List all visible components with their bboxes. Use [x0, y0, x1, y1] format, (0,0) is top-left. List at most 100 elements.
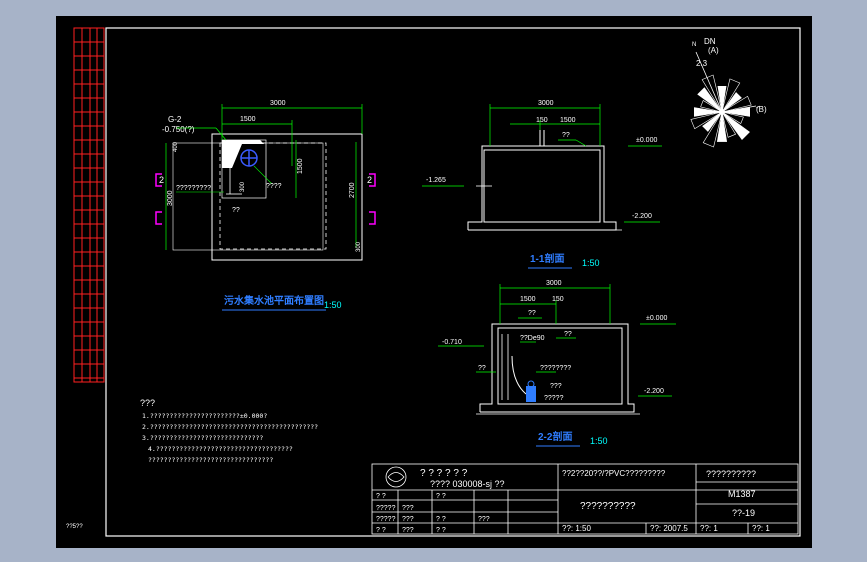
s11-dim-a: 150: [536, 117, 548, 124]
tb-total: ??: 1: [752, 524, 770, 533]
wind-rose: N DN (A) 2.3 (B): [690, 37, 767, 148]
plan-note3: ??: [232, 207, 240, 214]
wind-rose-petal: [697, 87, 723, 113]
plan-dim-top: 3000: [270, 100, 286, 107]
wind-rose-petal: [693, 107, 723, 117]
north-arrow-line: [695, 51, 723, 113]
s22-elev-ground: ±0.000: [646, 315, 667, 322]
wind-rose-petals: [690, 74, 752, 148]
title-block-frame: [371, 463, 799, 535]
notes-heading: ???: [140, 398, 155, 408]
tb-row-cell: ? ?: [436, 493, 446, 500]
wind-rose-petal: [700, 100, 723, 113]
tb-row-cell: ?????: [376, 505, 396, 512]
tb-row-cell: ? ?: [376, 493, 386, 500]
plan-leader-note2: [253, 165, 273, 185]
wind-rose-petal: [721, 111, 750, 140]
plan-note1: ?????????: [176, 185, 211, 192]
north-label-n: N: [692, 42, 696, 48]
plan-dim-bottom-small: 300: [356, 241, 362, 252]
tb-row-cell: ?????: [376, 516, 396, 523]
s22-label-cover: ??: [528, 310, 536, 317]
tb-project-name: ??2??20??/?PVC?????????: [562, 469, 666, 478]
tb-sheet-no: ??-19: [732, 508, 755, 518]
drawing-sheet: ??5?? 3000 1500 2700 3000 1500 30: [56, 16, 812, 548]
s11-inner: [483, 149, 601, 223]
title-block: [371, 463, 799, 535]
s11-label-cover: ??: [562, 132, 570, 139]
plan-dim-inner: 1500: [240, 116, 256, 123]
plan-note2: ????: [266, 183, 282, 190]
wind-rose-petal: [690, 111, 723, 130]
s22-riser-pipe: [511, 355, 527, 395]
plan-view: 3000 1500 2700 3000 1500 300 G-2 -0.750(…: [155, 100, 376, 311]
drawing-frame: [105, 27, 801, 537]
wind-rose-petal: [721, 111, 744, 124]
company-logo-mark: [387, 472, 405, 482]
wind-rose-petal: [721, 78, 741, 113]
plan-dimensions: [165, 104, 363, 250]
tb-row-cell: ???: [402, 516, 414, 523]
plan-scale: 1:50: [324, 300, 342, 310]
s22-label-e: ??: [478, 365, 486, 372]
wind-rose-petal: [716, 111, 728, 142]
s22-inner: [497, 327, 623, 405]
plan-dim-left: 3000: [167, 190, 174, 206]
north-label-b: (B): [756, 105, 767, 114]
revision-grid: [73, 27, 105, 383]
revision-grid-rows: [74, 41, 104, 379]
north-label-dn: DN: [704, 37, 716, 46]
corner-label: ??5??: [66, 524, 83, 530]
plan-section-right: 2: [367, 175, 372, 185]
tb-scale: ??: 1:50: [562, 524, 591, 533]
s22-pump: [526, 386, 536, 402]
plan-section-marks: [155, 173, 376, 225]
tb-row-cell: ???: [402, 505, 414, 512]
company-logo-icon: [385, 466, 407, 488]
s11-scale: 1:50: [582, 258, 600, 268]
tb-sheet: ??: 1: [700, 524, 718, 533]
s22-dimensions: [438, 284, 676, 397]
s22-dim-a: 1500: [520, 296, 536, 303]
tb-date: ??: 2007.5: [650, 524, 688, 533]
general-notes: ??? 1.???????????????????????±0.000? 2.?…: [140, 398, 318, 464]
plan-label-elev: -0.750(?): [162, 125, 195, 134]
notes-line-4: 4.???????????????????????????????????: [148, 445, 293, 453]
notes-line-5: ????????????????????????????????: [148, 456, 273, 464]
plan-label-dim-small: 400: [173, 141, 179, 152]
tb-title-right: ??????????: [706, 469, 756, 479]
plan-dim-right: 2700: [349, 182, 356, 198]
s22-elev-bottom: -2.200: [644, 388, 664, 395]
wind-rose-petal: [702, 111, 723, 148]
s11-elev-ground: ±0.000: [636, 137, 657, 144]
tb-row-cell: ???: [478, 516, 490, 523]
s22-dim-b: 150: [552, 296, 564, 303]
s11-dim-top: 3000: [538, 100, 554, 107]
cad-drawing: ??5?? 3000 1500 2700 3000 1500 30: [66, 27, 801, 537]
wind-rose-petal: [701, 74, 723, 113]
section-mark-right-top: [369, 173, 376, 187]
s11-title: 1-1剖面: [530, 252, 564, 265]
s11-outline: [467, 145, 617, 231]
s22-elev-left: -0.710: [442, 339, 462, 346]
plan-label-dim-small2: 300: [240, 181, 246, 192]
s22-outline: [479, 323, 635, 413]
section-1-1: 3000 150 1500 ?? ±0.000 -1.265 -2.200 1-…: [422, 100, 662, 269]
s22-label-pipe: ??De90: [520, 335, 545, 342]
tb-project-no: ???? 030008-sj ??: [430, 479, 505, 489]
wind-rose-petal: [721, 95, 752, 113]
title-block-text: ? ? ? ? ? ? ???? 030008-sj ?? ??2??20??/…: [376, 468, 770, 534]
s22-dim-top: 3000: [546, 280, 562, 287]
north-label-num: 2.3: [696, 59, 708, 68]
tb-row-cell: ???: [402, 527, 414, 534]
revision-grid-frame: [73, 27, 105, 383]
tb-drawing-no: M1387: [728, 489, 756, 499]
plan-dim-right-small: 1500: [297, 158, 304, 174]
wind-axis-line: [721, 105, 757, 113]
notes-line-3: 3.?????????????????????????????: [142, 434, 263, 442]
north-label-a: (A): [708, 46, 719, 55]
s22-title: 2-2剖面: [538, 430, 572, 443]
plan-leader: [215, 127, 227, 141]
s11-elev-bottom: -2.200: [632, 213, 652, 220]
section-mark-right-bottom: [369, 211, 376, 225]
